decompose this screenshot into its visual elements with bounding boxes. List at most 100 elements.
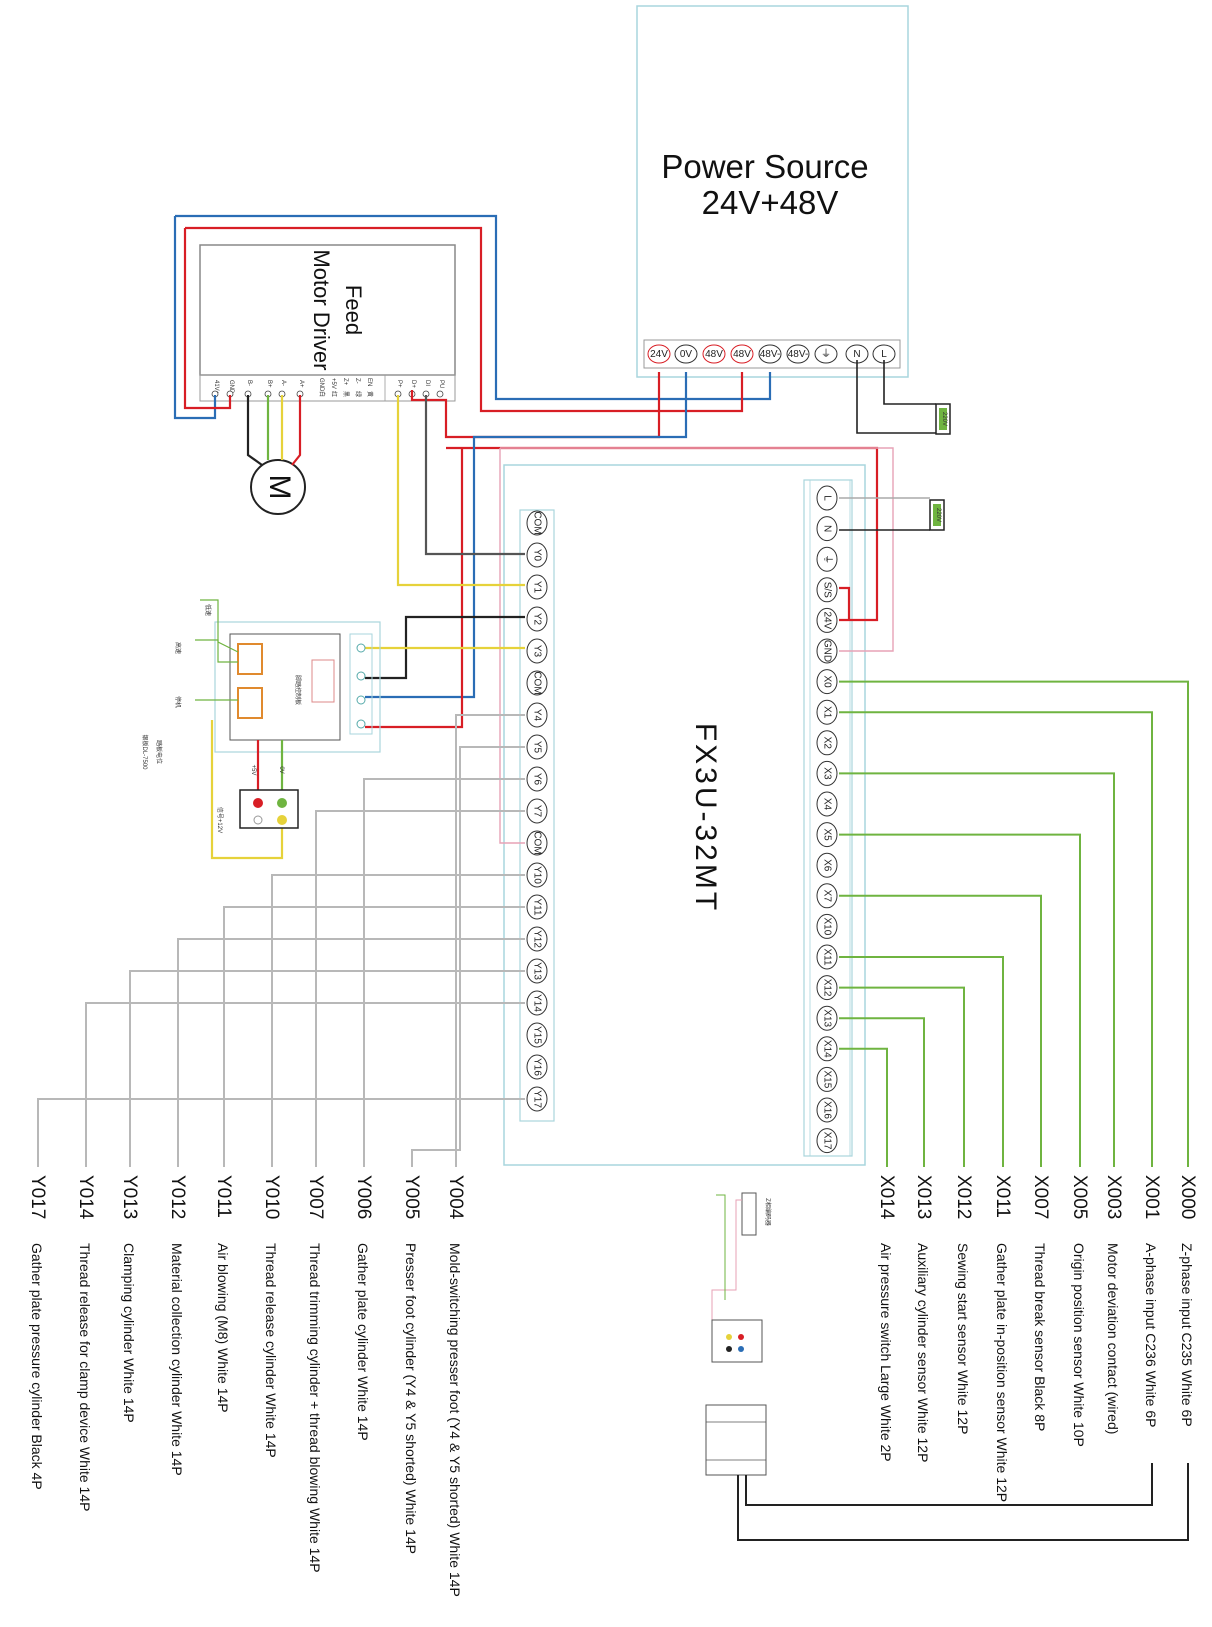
plc-output-terminal-label: Y7 [531,805,542,818]
pedal-pin-4 [356,719,366,729]
plc-input-terminal [816,485,838,511]
wire-blue-driver-power-b [173,216,217,420]
wires [173,214,936,844]
plc-input-inner [809,479,851,1157]
pedal-relay-2 [237,687,263,719]
driver-terminal-label: GND [228,380,234,394]
driver-pulse-label: D+ [410,380,416,388]
driver-terminal-label: B- [246,380,252,386]
encoder-connector [741,1192,757,1236]
driver-terminal-label: A+ [298,380,304,388]
pedal-pin-2 [356,671,366,681]
plc-output-terminal-label: Y6 [531,773,542,786]
plc-output-terminal-label: Y13 [531,962,542,980]
encoder-dot-4 [726,1346,732,1352]
output-code: Y012 [167,1175,188,1219]
pedal-board-conn [349,633,373,735]
power-source-box [636,5,909,378]
encoder-wires-2 [716,1194,726,1300]
input-code: X011 [992,1175,1013,1218]
power-terminal-strip [643,339,901,369]
input-description: Motor deviation contact (wired) [1105,1243,1121,1434]
plc-output-terminal [526,894,548,920]
plc-input-terminal-label: X5 [821,828,832,841]
plc-output-terminal-label: Y5 [531,741,542,754]
plc-input-terminal-label: 24V [821,612,832,630]
output-wire [271,874,525,1167]
power-source-title: Power Source [661,148,868,185]
output-wire [223,906,525,1167]
output-code: Y014 [75,1175,96,1220]
output-description: Clamping cylinder White 14P [121,1243,137,1423]
plc-input-terminal-label: X6 [821,859,832,872]
wire-motor-red [291,395,302,466]
plc-input-terminal [816,944,838,970]
plc-input-terminal [816,791,838,817]
driver-signal-color: 黑 [342,391,349,397]
pedal-board-outer [214,621,381,753]
plc-input-terminal [816,1066,838,1092]
plc-input-terminal-label: X1 [821,706,832,719]
plc-output-terminal-label: Y3 [531,645,542,658]
plc-output-terminal-label: Y15 [531,1026,542,1044]
wire-ps-l [883,360,936,405]
pedal-note-5v: +5V [250,765,256,776]
plc-input-terminal-label: X10 [821,918,832,936]
ps-terminal-label: 24V [650,349,668,360]
pedal-caption-2: 银板DL-7500 [141,734,149,770]
input-wires [839,680,1189,1167]
plc-output-terminal-label: Y11 [531,898,542,915]
plc-input-terminal-label: S/S [821,582,832,598]
plc-output-terminal [526,734,548,760]
plc-output-terminal [526,574,548,600]
power-source-voltage: 24V+48V [702,184,839,221]
output-wire [411,746,525,1167]
input-code: X013 [913,1175,934,1219]
plc-output-terminal [526,670,548,696]
wire-red-driver-power-b [183,228,232,410]
output-description: Gather plate pressure cylinder Black 4P [29,1243,45,1490]
plc-input-terminal-label: ⏚ [821,554,833,564]
ps-terminal-label: L [881,349,887,360]
output-wire [363,778,525,1167]
plc-input-terminal-label: X12 [821,979,832,997]
wire-blue-driver-power [175,214,772,401]
plc-output-terminal [526,862,548,888]
input-code: X003 [1103,1175,1124,1219]
plc-output-terminal [526,702,548,728]
pedal-board-inner [229,633,341,741]
pedal-green-leads-2 [195,639,238,663]
driver-signal-color: 黄 [366,391,374,397]
output-description: Presser foot cylinder (Y4 & Y5 shorted) … [403,1243,419,1554]
plc-input-terminal-label: X2 [821,737,832,750]
plc-model-label: FX3U-32MT [689,723,722,913]
plc-output-terminal [526,542,548,568]
driver-signal-color: 白 [318,391,326,397]
driver-signal-label: GND [318,378,324,392]
plc-input-terminal [816,852,838,878]
output-description: Thread release for clamp device White 14… [77,1243,93,1511]
wire-yellow-y1 [396,395,525,587]
pedal-pin-3 [356,695,366,705]
plc-input-terminal-label: X14 [821,1040,832,1058]
plc-output-terminal [526,510,548,536]
plc-input-terminal [816,1097,838,1123]
wire-gray-y0 [424,395,525,556]
plc-output-terminal-label: Y1 [531,581,542,594]
wire-motor-black [246,395,263,466]
output-wire [455,714,525,1167]
pedal-board-title: 脚踏控制板 [294,675,302,705]
plug-220v-top-label: 220V [941,412,947,426]
plc-input-terminal-label: X15 [821,1071,832,1089]
output-wire [129,970,525,1167]
pedal-relay-1 [237,643,263,675]
plc-output-strip [519,509,555,1122]
output-wire [85,1002,525,1167]
driver-pulse-screw [436,390,444,398]
wire-ps-n [856,360,936,434]
plc-output-terminals: COMY0Y1Y2Y3COMY4Y5Y6Y7COMY10Y11Y12Y13Y14… [526,510,548,1112]
plc-input-terminal [816,822,838,848]
pedal-caption-1: 踏板电位 [155,740,163,764]
plc-input-terminal-label: GND [821,640,832,662]
input-description: Air pressure switch Large White 2P [878,1243,894,1462]
